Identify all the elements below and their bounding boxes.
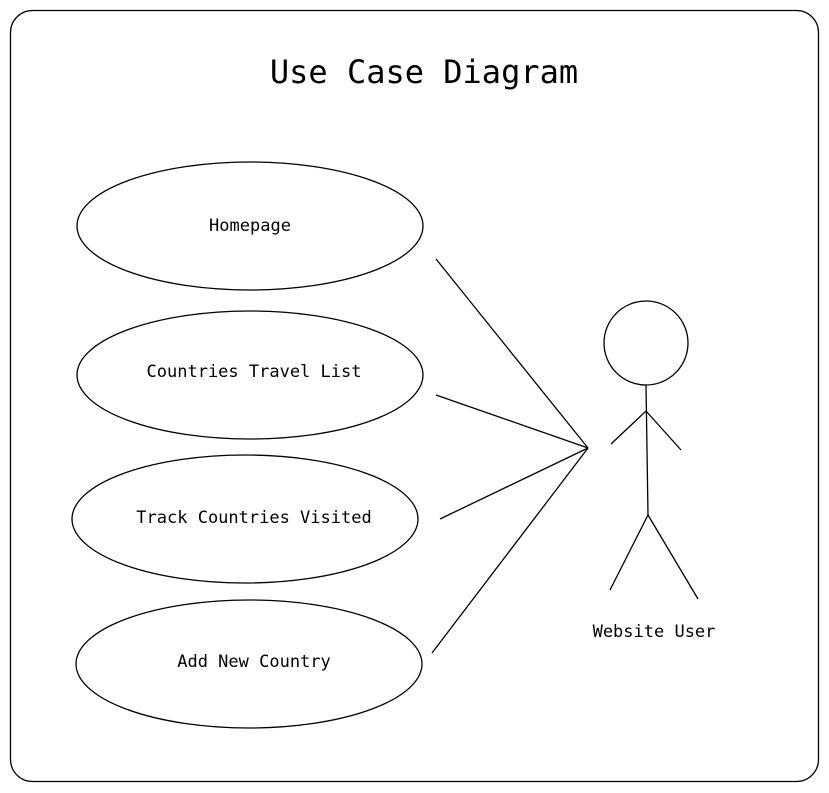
use-case-add-new-country: Add New Country — [75, 599, 423, 729]
use-case-track-countries-visited: Track Countries Visited — [71, 454, 419, 584]
association-homepage — [435, 258, 589, 449]
actor-head — [603, 300, 689, 386]
use-case-countries-travel-list: Countries Travel List — [76, 310, 424, 440]
actor-left-arm — [610, 410, 647, 445]
use-case-homepage: Homepage — [76, 161, 424, 291]
actor-right-leg — [647, 514, 699, 600]
actor-label: Website User — [593, 622, 716, 642]
association-countries-travel-list — [435, 394, 589, 449]
use-case-ellipse — [75, 599, 423, 729]
actor-website-user: Website User — [593, 300, 716, 642]
use-case-ellipse — [71, 454, 419, 584]
use-case-ellipse — [76, 310, 424, 440]
diagram-title: Use Case Diagram — [270, 53, 578, 91]
use-case-label: Homepage — [209, 216, 291, 236]
actor-body — [645, 384, 649, 516]
use-case-ellipse — [76, 161, 424, 291]
association-add-new-country — [431, 447, 589, 654]
use-case-label: Add New Country — [177, 652, 331, 672]
actor-right-arm — [645, 410, 682, 451]
use-case-label: Countries Travel List — [147, 362, 362, 382]
use-case-label: Track Countries Visited — [136, 508, 371, 528]
association-track-countries-visited — [439, 447, 589, 520]
actor-left-leg — [609, 514, 649, 591]
